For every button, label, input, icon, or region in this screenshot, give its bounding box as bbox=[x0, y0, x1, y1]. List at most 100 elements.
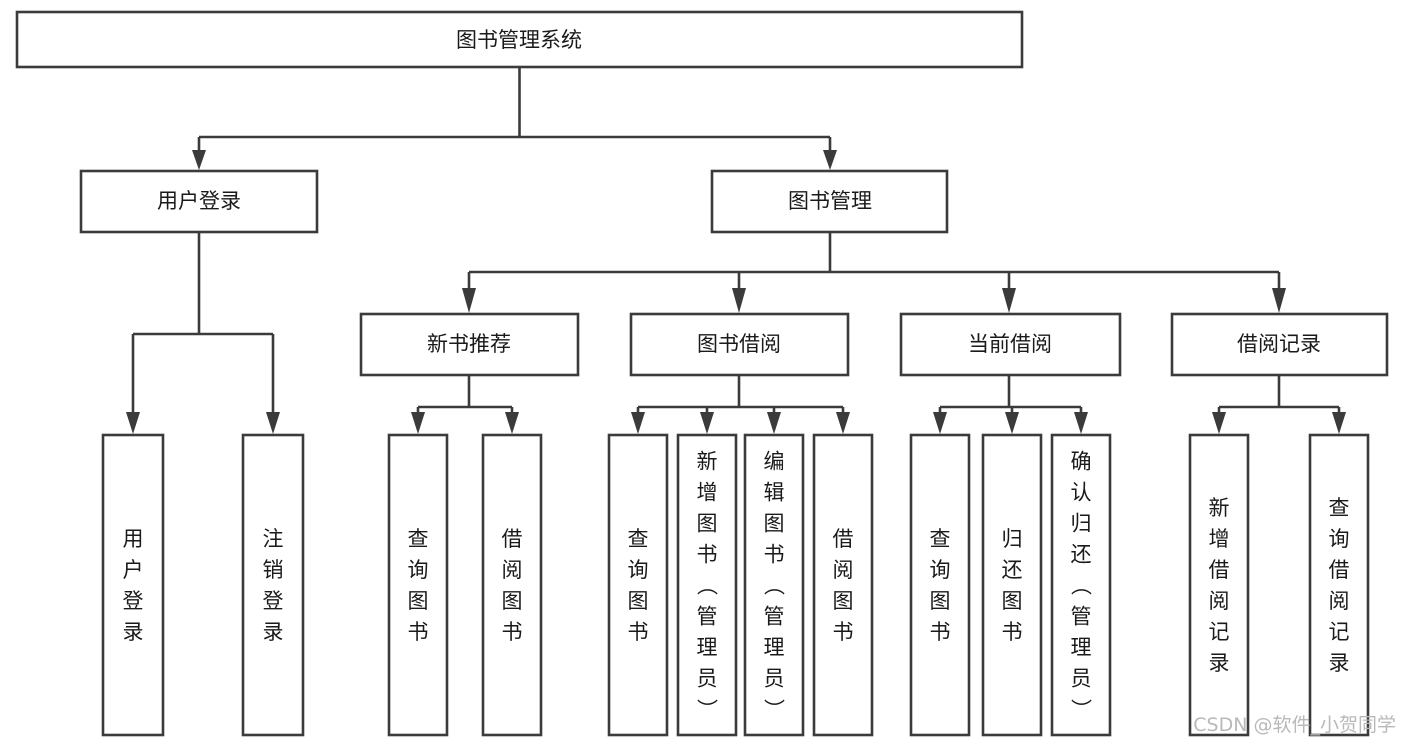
node-user-login-box[interactable] bbox=[79, 169, 319, 234]
arrow-borrow-leaf-4 bbox=[836, 412, 850, 434]
svg-text:辑: 辑 bbox=[764, 480, 785, 504]
connector-group-records bbox=[1212, 375, 1346, 434]
svg-text:录: 录 bbox=[1209, 651, 1230, 675]
svg-text:还: 还 bbox=[1002, 558, 1023, 582]
node-new-book-recommend[interactable]: 新书推荐 bbox=[359, 312, 580, 377]
svg-text:图: 图 bbox=[408, 589, 429, 613]
svg-text:录: 录 bbox=[123, 620, 144, 644]
svg-text:增: 增 bbox=[1209, 527, 1230, 551]
node-book-borrow[interactable]: 图书借阅 bbox=[629, 312, 850, 377]
node-book-management-box[interactable] bbox=[710, 169, 949, 234]
svg-text:查: 查 bbox=[1329, 496, 1350, 520]
arrow-borrow-leaf-2 bbox=[700, 412, 714, 434]
svg-text:归: 归 bbox=[1071, 511, 1092, 535]
svg-text:理: 理 bbox=[697, 635, 718, 659]
csdn-watermark: CSDN @软件_小贺同学 bbox=[1193, 714, 1396, 736]
node-current-borrow-box[interactable] bbox=[899, 312, 1122, 377]
leaf-node-box[interactable] bbox=[812, 433, 874, 737]
node-current-borrow[interactable]: 当前借阅 bbox=[899, 312, 1122, 377]
svg-text:户: 户 bbox=[123, 558, 144, 582]
connector-group-root bbox=[192, 67, 837, 170]
arrow-root-to-book-mgmt bbox=[823, 150, 837, 170]
svg-text:还: 还 bbox=[1071, 542, 1092, 566]
node-root-label: 图书管理系统 bbox=[456, 28, 582, 52]
node-borrow-records-box[interactable] bbox=[1170, 312, 1389, 377]
node-new-book-recommend-label: 新书推荐 bbox=[427, 332, 511, 356]
node-book-management-label: 图书管理 bbox=[788, 189, 872, 213]
leaf-node-box[interactable] bbox=[1050, 433, 1112, 737]
node-book-borrow-box[interactable] bbox=[629, 312, 850, 377]
svg-text:记: 记 bbox=[1329, 620, 1350, 644]
node-root[interactable]: 图书管理系统 bbox=[15, 10, 1024, 69]
leaf-node-box[interactable] bbox=[607, 433, 669, 737]
svg-text:书: 书 bbox=[502, 620, 523, 644]
leaf-node-box[interactable] bbox=[1308, 433, 1370, 737]
svg-text:员: 员 bbox=[764, 666, 785, 690]
node-user-login-label: 用户登录 bbox=[157, 189, 241, 213]
leaf-node-box[interactable] bbox=[676, 433, 738, 737]
leaf-node-layer: 用户登录注销登录查询图书借阅图书查询图书新增图书（管理员）编辑图书（管理员）借阅… bbox=[101, 433, 1370, 737]
leaf-node[interactable]: 用户登录 bbox=[101, 433, 165, 737]
arrow-root-to-user-login bbox=[192, 150, 206, 170]
svg-text:理: 理 bbox=[1071, 635, 1092, 659]
arrow-user-login-leaf-2 bbox=[266, 412, 280, 434]
arrow-book-mgmt-to-records bbox=[1272, 288, 1286, 313]
leaf-node-label: 用户登录 bbox=[123, 527, 144, 644]
arrow-borrow-leaf-3 bbox=[767, 412, 781, 434]
svg-text:阅: 阅 bbox=[1329, 589, 1350, 613]
svg-text:图: 图 bbox=[697, 511, 718, 535]
svg-text:用: 用 bbox=[123, 527, 144, 551]
svg-text:录: 录 bbox=[263, 620, 284, 644]
svg-text:书: 书 bbox=[764, 542, 785, 566]
svg-text:书: 书 bbox=[408, 620, 429, 644]
svg-text:询: 询 bbox=[408, 558, 429, 582]
arrow-user-login-leaf-1 bbox=[126, 412, 140, 434]
node-new-book-recommend-box[interactable] bbox=[359, 312, 580, 377]
svg-text:新: 新 bbox=[697, 449, 718, 473]
connector-group-book-mgmt bbox=[462, 232, 1286, 313]
svg-text:确: 确 bbox=[1071, 449, 1092, 473]
arrow-book-mgmt-to-borrow bbox=[732, 288, 746, 313]
leaf-node-box[interactable] bbox=[743, 433, 805, 737]
leaf-node-box[interactable] bbox=[241, 433, 305, 737]
node-book-management[interactable]: 图书管理 bbox=[710, 169, 949, 234]
leaf-node-box[interactable] bbox=[387, 433, 449, 737]
leaf-node-box[interactable] bbox=[981, 433, 1043, 737]
leaf-node-box[interactable] bbox=[481, 433, 543, 737]
leaf-node-box[interactable] bbox=[909, 433, 971, 737]
arrow-new-book-leaf-1 bbox=[411, 412, 425, 434]
svg-text:图: 图 bbox=[930, 589, 951, 613]
svg-text:阅: 阅 bbox=[502, 558, 523, 582]
leaf-node-box[interactable] bbox=[1188, 433, 1250, 737]
svg-text:查: 查 bbox=[930, 527, 951, 551]
connector-group-user-login bbox=[126, 232, 280, 434]
node-root-box[interactable] bbox=[15, 10, 1024, 69]
svg-text:认: 认 bbox=[1071, 480, 1092, 504]
svg-text:图: 图 bbox=[833, 589, 854, 613]
node-user-login[interactable]: 用户登录 bbox=[79, 169, 319, 234]
svg-text:书: 书 bbox=[930, 620, 951, 644]
svg-text:图: 图 bbox=[764, 511, 785, 535]
leaf-node-box[interactable] bbox=[101, 433, 165, 737]
arrow-records-leaf-1 bbox=[1212, 412, 1226, 434]
svg-text:阅: 阅 bbox=[1209, 589, 1230, 613]
svg-text:（: （ bbox=[1069, 575, 1093, 596]
svg-text:图: 图 bbox=[502, 589, 523, 613]
node-borrow-records[interactable]: 借阅记录 bbox=[1170, 312, 1389, 377]
